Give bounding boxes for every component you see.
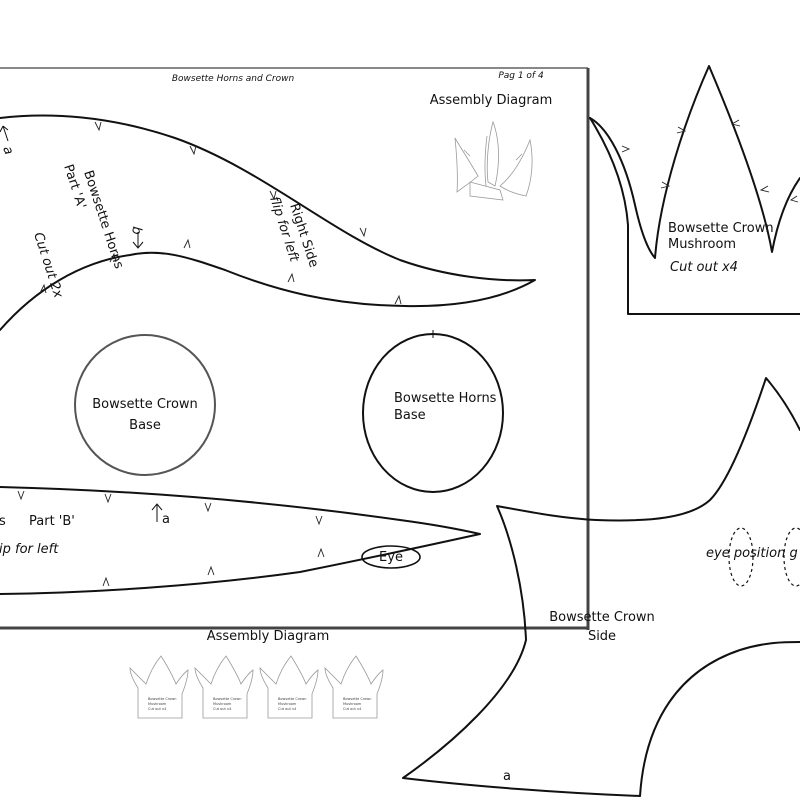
- horn-assembly-sketch: [454, 120, 533, 201]
- assembly-diagram-label-bottom: Assembly Diagram: [207, 629, 330, 644]
- svg-text:Cut out x4: Cut out x4: [148, 707, 167, 711]
- horns-base-label-1: Bowsette Horns: [394, 391, 497, 406]
- svg-text:Cut out x4: Cut out x4: [213, 707, 232, 711]
- crown-base-label-2: Base: [129, 418, 161, 433]
- crown-side-piece: eye position g Bowsette Crown Side a: [402, 377, 800, 797]
- crown-assembly-sketch: Assembly Diagram Bowsette Crown Mushroom…: [129, 629, 384, 719]
- svg-text:Bowsette Crown: Bowsette Crown: [278, 697, 306, 701]
- svg-text:Cut out x4: Cut out x4: [278, 707, 297, 711]
- horn-b-part: Part 'B': [29, 514, 75, 529]
- horns-base-piece: Bowsette Horns Base: [362, 330, 504, 493]
- marker-b-arrow: [132, 232, 144, 249]
- crown-base-label-1: Bowsette Crown: [92, 397, 198, 412]
- notch-marks-part-b: [17, 490, 325, 587]
- horn-b-name-fragment: s: [0, 514, 6, 529]
- part-b-marker-label: a: [162, 512, 170, 527]
- svg-text:Cut out x4: Cut out x4: [343, 707, 362, 711]
- horn-a-name: Bowsette Horns: [80, 169, 126, 271]
- crown-base-circle: [74, 334, 216, 476]
- eye-position-guide-left: [728, 527, 754, 587]
- crown-side-label-2: Side: [588, 629, 616, 644]
- svg-text:Mushroom: Mushroom: [148, 702, 167, 706]
- mushroom-cut-label: Cut out x4: [670, 260, 738, 275]
- horn-a-part: Part 'A': [60, 163, 88, 211]
- svg-text:Mushroom: Mushroom: [213, 702, 232, 706]
- svg-text:Bowsette Crown: Bowsette Crown: [343, 697, 371, 701]
- marker-a-label: a: [0, 144, 16, 157]
- mushroom-label-1: Bowsette Crown: [668, 221, 774, 236]
- printed-page: Bowsette Horns and Crown Pag 1 of 4 Asse…: [0, 67, 590, 630]
- svg-text:Bowsette Crown: Bowsette Crown: [148, 697, 176, 701]
- svg-text:Mushroom: Mushroom: [278, 702, 297, 706]
- page-number: Pag 1 of 4: [498, 71, 544, 81]
- svg-text:Mushroom: Mushroom: [343, 702, 362, 706]
- crown-side-label-1: Bowsette Crown: [549, 610, 655, 625]
- eye-position-guide-right: [783, 527, 800, 587]
- assembly-diagram-label-top: Assembly Diagram: [430, 93, 553, 108]
- horn-a-cut: Cut out 2x: [30, 231, 65, 301]
- mushroom-label-2: Mushroom: [668, 237, 736, 252]
- notch-marks-part-a: [39, 121, 402, 305]
- horn-part-b-piece: a s Part 'B' ip for left Eye: [0, 486, 481, 595]
- crown-side-marker-a: a: [503, 769, 511, 784]
- crown-mushroom-piece: Bowsette Crown Mushroom Cut out x4: [589, 65, 800, 315]
- horn-part-a-piece: a b Bowsette Horns Part 'A' Cut out 2x R…: [0, 114, 536, 331]
- eye-ellipse: [361, 545, 421, 569]
- horn-b-flip-fragment: ip for left: [0, 542, 59, 557]
- page-title: Bowsette Horns and Crown: [172, 74, 295, 84]
- notch-marks-mushroom: [621, 119, 799, 203]
- marker-b-label: b: [128, 226, 144, 236]
- crown-base-piece: Bowsette Crown Base: [74, 334, 216, 476]
- horns-base-label-2: Base: [394, 408, 426, 423]
- eye-guide-label: eye position g: [706, 546, 798, 561]
- svg-text:Bowsette Crown: Bowsette Crown: [213, 697, 241, 701]
- eye-label: Eye: [379, 550, 403, 565]
- horns-base-ellipse: [362, 333, 504, 493]
- marker-a-arrow: [0, 125, 9, 142]
- part-b-marker-arrow: [151, 503, 163, 522]
